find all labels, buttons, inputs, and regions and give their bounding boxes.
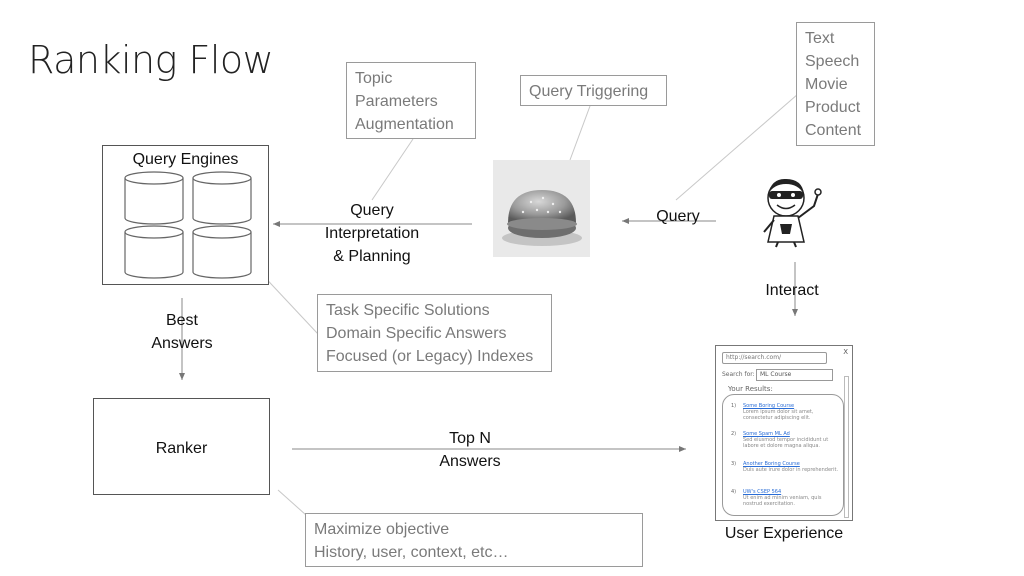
result-link: Some Spam ML Ad bbox=[743, 431, 790, 437]
best-answers-label: Best Answers bbox=[140, 309, 224, 355]
result-link: Some Boring Course bbox=[743, 403, 795, 409]
database-icon bbox=[192, 171, 252, 225]
masked-person-icon bbox=[758, 172, 832, 248]
browser-scrollbar bbox=[844, 376, 849, 518]
result-number: 1) bbox=[731, 403, 737, 409]
topic-line: Augmentation bbox=[355, 116, 454, 133]
topic-line: Topic bbox=[355, 70, 393, 87]
browser-url-bar: http://search.com/ bbox=[722, 352, 827, 364]
query-interp-line: Interpretation bbox=[324, 225, 420, 242]
user-character bbox=[758, 172, 832, 248]
media-type-item: Text bbox=[805, 30, 835, 47]
best-answers-line: Best bbox=[165, 312, 198, 329]
list-item: 1) Some Boring Course Lorem ipsum dolor … bbox=[731, 403, 841, 421]
query-engines-box: Query Engines bbox=[102, 145, 269, 285]
result-link: Another Boring Course bbox=[743, 461, 800, 467]
query-triggering-label: Query Triggering bbox=[529, 83, 649, 100]
triggering-pointer bbox=[569, 105, 591, 161]
result-description: Duis aute irure dolor in reprehenderit. bbox=[743, 467, 839, 473]
result-description: Lorem ipsum dolor sit amet, consectetur … bbox=[743, 409, 814, 421]
media-type-item: Speech bbox=[805, 53, 860, 70]
user-experience-label: User Experience bbox=[724, 525, 844, 542]
browser-results-panel: 1) Some Boring Course Lorem ipsum dolor … bbox=[722, 394, 844, 516]
query-interpretation-label: Query Interpretation & Planning bbox=[310, 199, 434, 268]
query-label: Query bbox=[656, 208, 700, 225]
list-item: 2) Some Spam ML Ad Sed eiusmod tempor in… bbox=[731, 431, 841, 449]
close-icon: X bbox=[843, 348, 848, 356]
list-item: 3) Another Boring Course Duis aute irure… bbox=[731, 461, 841, 473]
media-type-item: Movie bbox=[805, 76, 848, 93]
task-solutions-box: Task Specific Solutions Domain Specific … bbox=[317, 294, 552, 372]
result-number: 4) bbox=[731, 489, 737, 495]
burger-image bbox=[493, 160, 590, 257]
media-types-box: Text Speech Movie Product Content bbox=[796, 22, 875, 146]
maximize-line: History, user, context, etc… bbox=[314, 544, 509, 561]
list-item: 4) UW's CSEP 564 Ut enim ad minim veniam… bbox=[731, 489, 841, 507]
slide-title: Ranking Flow bbox=[28, 38, 274, 82]
query-interp-line: Query bbox=[350, 202, 394, 219]
top-n-line: Top N bbox=[449, 430, 491, 447]
task-line: Domain Specific Answers bbox=[326, 325, 507, 342]
query-triggering-box: Query Triggering bbox=[520, 75, 667, 106]
result-link: UW's CSEP 564 bbox=[743, 489, 782, 495]
database-icon bbox=[124, 225, 184, 279]
ranker-label: Ranker bbox=[155, 440, 208, 457]
top-n-line: Answers bbox=[439, 453, 501, 470]
query-engines-label: Query Engines bbox=[132, 151, 239, 168]
media-type-item: Product bbox=[805, 99, 861, 116]
query-interp-line: & Planning bbox=[333, 248, 411, 265]
result-number: 3) bbox=[731, 461, 737, 467]
task-line: Focused (or Legacy) Indexes bbox=[326, 348, 534, 365]
browser-mockup: http://search.com/ X Search for: ML Cour… bbox=[715, 345, 853, 521]
maximize-pointer bbox=[277, 489, 307, 516]
media-pointer bbox=[675, 93, 799, 201]
burger-icon bbox=[493, 160, 590, 257]
top-n-label: Top N Answers bbox=[428, 427, 512, 473]
interact-label: Interact bbox=[765, 282, 819, 299]
browser-search-label: Search for: bbox=[722, 371, 755, 378]
browser-search-input: ML Course bbox=[756, 369, 833, 381]
topic-box: Topic Parameters Augmentation bbox=[346, 62, 476, 139]
database-icon bbox=[124, 171, 184, 225]
result-description: Sed eiusmod tempor incididunt ut labore … bbox=[743, 437, 829, 449]
best-answers-line: Answers bbox=[151, 335, 213, 352]
topic-pointer bbox=[371, 138, 414, 201]
task-line: Task Specific Solutions bbox=[326, 302, 490, 319]
result-description: Ut enim ad minim veniam, quis nostrud ex… bbox=[743, 495, 822, 507]
media-type-item: Content bbox=[805, 122, 862, 139]
topic-line: Parameters bbox=[355, 93, 438, 110]
database-icons bbox=[124, 171, 252, 279]
result-number: 2) bbox=[731, 431, 737, 437]
maximize-box: Maximize objective History, user, contex… bbox=[305, 513, 643, 567]
database-icon bbox=[192, 225, 252, 279]
browser-results-label: Your Results: bbox=[728, 385, 773, 393]
maximize-line: Maximize objective bbox=[314, 521, 450, 538]
ranker-box: Ranker bbox=[93, 398, 270, 495]
